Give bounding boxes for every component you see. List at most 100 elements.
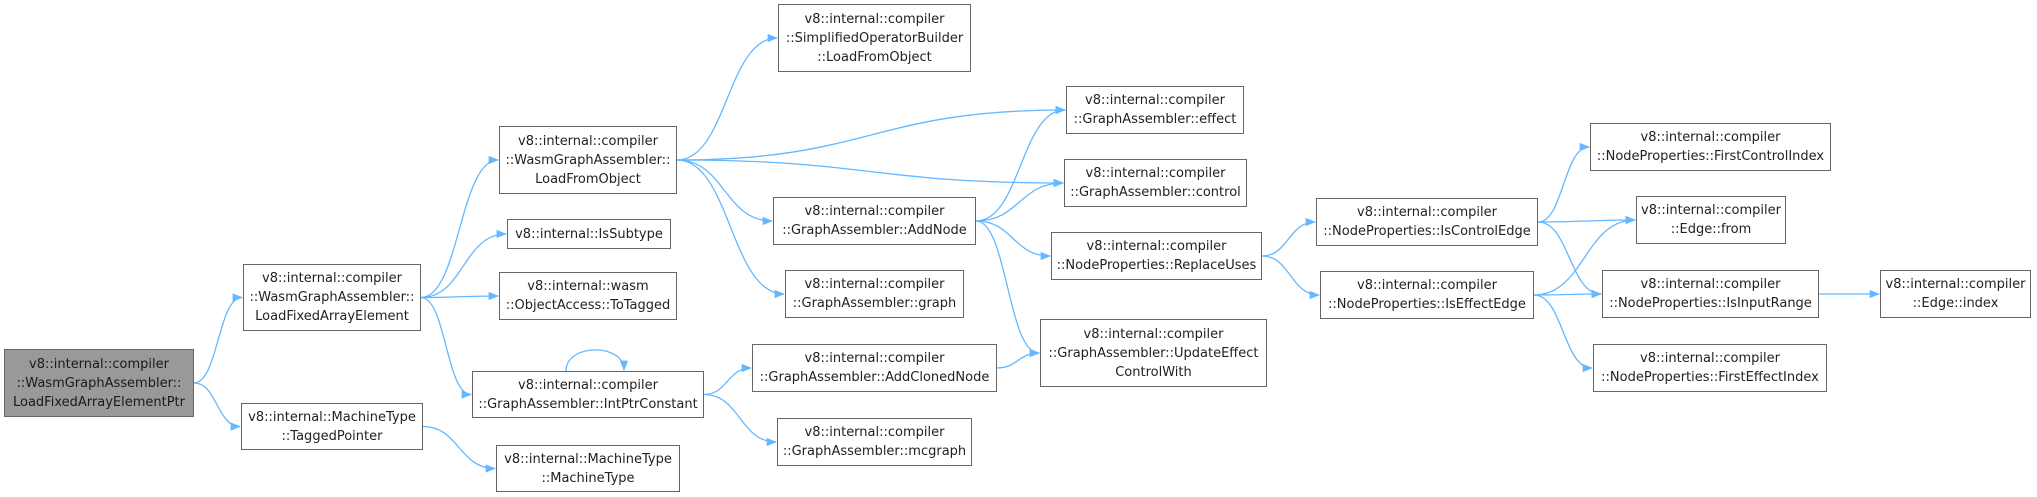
node-label-line: LoadFixedArrayElement [255, 309, 409, 324]
node-label-line: v8::internal::wasm [527, 279, 649, 294]
call-edge-add_node-to-control [975, 178, 1065, 222]
call-edge-replace_uses-to-is_effect_edge [1261, 255, 1321, 300]
node-label-line: v8::internal::compiler [1357, 205, 1497, 220]
call-edge-replace_uses-to-is_control_edge [1261, 217, 1317, 257]
call-edge-is_control_edge-to-first_control_index [1537, 142, 1591, 223]
node-label-line: v8::internal::compiler [1085, 166, 1226, 181]
call-edge-wasm_load_from_object-to-graph [676, 159, 786, 299]
call-edge-load_fixed_array_element-to-intptr_constant [420, 296, 473, 399]
node-label-line: v8::internal::IsSubtype [515, 226, 663, 242]
node-is-subtype[interactable]: v8::internal::IsSubtype [507, 219, 671, 249]
node-label-line: ::WasmGraphAssembler:: [505, 152, 671, 168]
node-machine-type[interactable]: v8::internal::MachineType ::MachineType [496, 445, 680, 492]
call-edge-add_node-to-update_effect_control_with [975, 220, 1041, 358]
call-edge-wasm_load_from_object-to-simplified_load_from_object [676, 33, 779, 161]
node-add-node[interactable]: v8::internal::compiler ::GraphAssembler:… [773, 197, 976, 245]
node-label-line: v8::internal::compiler [804, 11, 945, 27]
node-label-line: v8::internal::compiler [1885, 277, 2026, 292]
node-label-line: v8::internal::MachineType [504, 451, 672, 467]
node-first-effect-index[interactable]: v8::internal::compiler ::NodeProperties:… [1593, 344, 1827, 392]
node-first-control-index[interactable]: v8::internal::compiler ::NodeProperties:… [1590, 123, 1831, 171]
call-edge-intptr_constant-to-mcgraph [703, 393, 778, 447]
call-edge-is_control_edge-to-edge_from [1537, 215, 1637, 225]
node-label-line: v8::internal::compiler [1357, 278, 1497, 293]
node-label-line: v8::internal::compiler [1640, 130, 1781, 145]
node-edge-index[interactable]: v8::internal::compiler ::Edge::index [1880, 270, 2031, 318]
node-label-line: v8::internal::compiler [804, 204, 945, 219]
node-intptr-constant[interactable]: v8::internal::compiler ::GraphAssembler:… [472, 371, 704, 418]
node-label-line: ::NodeProperties::IsInputRange [1609, 296, 1812, 311]
node-load-fixed-array-element[interactable]: v8::internal::compiler ::WasmGraphAssemb… [243, 264, 421, 331]
node-object-access-to-tagged[interactable]: v8::internal::wasm ::ObjectAccess::ToTag… [499, 272, 677, 320]
node-label-line: v8::internal::compiler [1640, 351, 1780, 366]
node-label-line: ::NodeProperties::FirstControlIndex [1596, 149, 1825, 164]
call-edge-load_fixed_array_element-to-is_subtype [420, 229, 508, 299]
node-label-line: v8::internal::compiler [1085, 93, 1225, 108]
node-is-input-range[interactable]: v8::internal::compiler ::NodeProperties:… [1602, 270, 1819, 318]
node-label-line: ::NodeProperties::IsEffectEdge [1328, 297, 1526, 312]
node-graph[interactable]: v8::internal::compiler ::GraphAssembler:… [785, 270, 964, 318]
node-label-line: ::WasmGraphAssembler:: [249, 290, 415, 305]
node-update-effect-control-with[interactable]: v8::internal::compiler ::GraphAssembler:… [1040, 319, 1267, 387]
node-label-line: v8::internal::compiler [262, 271, 402, 286]
node-label-line: ::ObjectAccess::ToTagged [505, 298, 671, 313]
node-label-line: ::GraphAssembler::effect [1073, 112, 1237, 127]
node-label-line: v8::internal::compiler [1640, 277, 1781, 292]
node-label-line: ::GraphAssembler::AddNode [782, 223, 967, 238]
node-label-line: ::Edge::from [1670, 222, 1752, 237]
node-add-cloned-node[interactable]: v8::internal::compiler ::GraphAssembler:… [752, 344, 997, 392]
node-replace-uses[interactable]: v8::internal::compiler ::NodeProperties:… [1051, 232, 1262, 280]
node-label-line: ::GraphAssembler::control [1070, 185, 1241, 200]
node-label-line: ::WasmGraphAssembler:: [16, 375, 182, 391]
node-label-line: LoadFromObject [535, 171, 641, 187]
node-label-line: ::MachineType [541, 470, 635, 486]
call-edge-root-to-load_fixed_array_element [193, 293, 244, 384]
node-label-line: v8::internal::compiler [804, 277, 945, 292]
call-edge-load_fixed_array_element-to-wasm_load_from_object [420, 155, 500, 299]
node-label-line: v8::internal::compiler [518, 377, 658, 393]
node-label-line: ::GraphAssembler::UpdateEffect [1048, 345, 1259, 361]
node-control[interactable]: v8::internal::compiler ::GraphAssembler:… [1064, 159, 1247, 207]
node-mcgraph[interactable]: v8::internal::compiler ::GraphAssembler:… [777, 418, 972, 466]
node-label-line: v8::internal::compiler [1083, 326, 1224, 342]
call-edge-add_node-to-effect [975, 105, 1067, 222]
node-label-line: ::Edge::index [1912, 296, 1999, 311]
node-label-line: v8::internal::MachineType [248, 409, 416, 425]
node-label-line: ::GraphAssembler::IntPtrConstant [478, 396, 698, 412]
call-edge-add_cloned_node-to-update_effect_control_with [996, 348, 1041, 369]
node-label-line: v8::internal::compiler [518, 133, 658, 149]
node-label-line: v8::internal::compiler [1086, 239, 1227, 254]
node-label-line: v8::internal::compiler [804, 351, 945, 366]
call-edge-is_effect_edge-to-is_input_range [1533, 289, 1603, 299]
call-edge-intptr_constant-to-intptr_constant [565, 349, 629, 372]
node-edge-from[interactable]: v8::internal::compiler ::Edge::from [1636, 196, 1786, 244]
call-edge-is_effect_edge-to-edge_from [1533, 215, 1637, 296]
node-label-line: ::NodeProperties::IsControlEdge [1323, 224, 1531, 239]
call-edge-wasm_load_from_object-to-control [676, 159, 1065, 188]
call-edge-load_fixed_array_element-to-object_access_to_tagged [420, 291, 500, 301]
call-edge-wasm_load_from_object-to-effect [676, 105, 1067, 161]
call-edge-intptr_constant-to-add_cloned_node [703, 363, 753, 396]
node-label-line: v8::internal::compiler [29, 356, 169, 372]
node-is-effect-edge[interactable]: v8::internal::compiler ::NodeProperties:… [1320, 271, 1534, 319]
node-label-line: ::GraphAssembler::AddClonedNode [759, 370, 990, 385]
node-load-fixed-array-element-ptr[interactable]: v8::internal::compiler ::WasmGraphAssemb… [4, 349, 194, 417]
node-is-control-edge[interactable]: v8::internal::compiler ::NodeProperties:… [1316, 198, 1538, 246]
node-label-line: ::TaggedPointer [281, 428, 383, 444]
node-label-line: v8::internal::compiler [1641, 203, 1781, 218]
call-edge-add_node-to-replace_uses [975, 220, 1052, 261]
node-simplified-load-from-object[interactable]: v8::internal::compiler ::SimplifiedOpera… [778, 4, 971, 72]
node-label-line: ::NodeProperties::ReplaceUses [1056, 258, 1257, 273]
node-tagged-pointer[interactable]: v8::internal::MachineType ::TaggedPointe… [241, 403, 423, 450]
node-label-line: ControlWith [1115, 364, 1192, 380]
call-edge-wasm_load_from_object-to-add_node [676, 159, 774, 226]
node-effect[interactable]: v8::internal::compiler ::GraphAssembler:… [1066, 86, 1244, 134]
call-edge-root-to-tagged_pointer [193, 382, 242, 431]
call-edge-is_effect_edge-to-first_effect_index [1533, 294, 1594, 373]
node-wasm-load-from-object[interactable]: v8::internal::compiler ::WasmGraphAssemb… [499, 126, 677, 194]
node-label-line: ::NodeProperties::FirstEffectIndex [1601, 370, 1819, 385]
node-label-line: ::GraphAssembler::graph [792, 296, 957, 311]
call-edge-tagged_pointer-to-machine_type [422, 425, 497, 473]
